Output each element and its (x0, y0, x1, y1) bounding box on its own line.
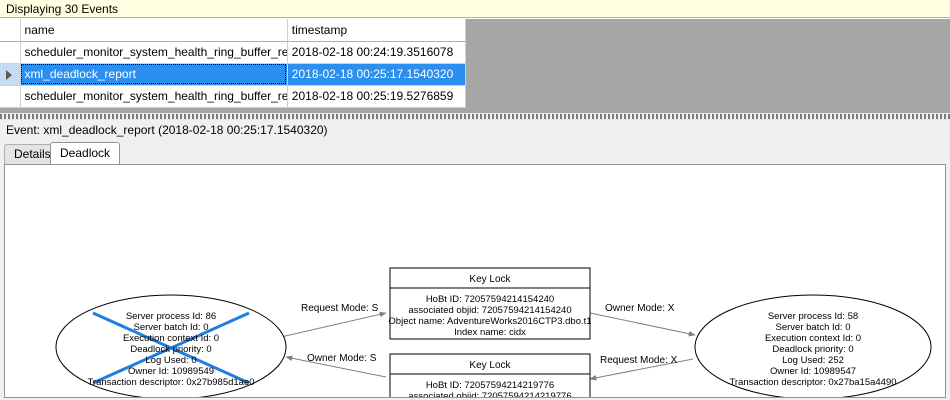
row-gutter[interactable] (0, 41, 21, 64)
grid-header-name[interactable]: name (20, 19, 288, 42)
row-selector-triangle-icon (6, 69, 12, 80)
grid-header-timestamp[interactable]: timestamp (287, 19, 467, 42)
edge-owner-mode-s: Owner Mode: S (285, 353, 387, 378)
victim-line-1: Server batch Id: 0 (134, 322, 209, 333)
event-detail-panel: Event: xml_deadlock_report (2018-02-18 0… (0, 120, 950, 400)
surviving-line-6: Transaction descriptor: 0x27ba15a4490 (729, 377, 896, 388)
tab-deadlock[interactable]: Deadlock (50, 142, 121, 164)
victim-line-0: Server process Id: 86 (126, 311, 216, 322)
surviving-process-ellipse (694, 294, 932, 397)
key-lock-line-1: associated objid: 72057594214154240 (408, 305, 571, 316)
edge-line (589, 358, 694, 381)
surviving-line-2: Execution context Id: 0 (765, 333, 861, 344)
key-lock-line-1: associated objid: 72057594214219776 (408, 391, 571, 397)
row-name-cell[interactable]: scheduler_monitor_system_health_ring_buf… (20, 85, 288, 108)
key-lock-body-box (389, 287, 591, 340)
deadlock-graph-canvas[interactable]: Request Mode: S Owner Mode: X Owner Mode… (4, 164, 946, 398)
row-name-cell[interactable]: xml_deadlock_report (20, 63, 288, 86)
node-key-lock-cidx[interactable]: Key Lock HoBt ID: 72057594214154240 asso… (388, 267, 592, 340)
key-lock-line-3: Index name: cidx (454, 327, 526, 338)
edge-line (280, 311, 387, 338)
key-lock-title: Key Lock (469, 360, 511, 371)
key-lock-body-box (389, 373, 591, 397)
surviving-line-4: Log Used: 252 (782, 355, 844, 366)
events-banner: Displaying 30 Events (0, 0, 950, 18)
surviving-line-0: Server process Id: 58 (768, 311, 858, 322)
node-key-lock-idx1[interactable]: Key Lock HoBt ID: 72057594214219776 asso… (388, 353, 591, 397)
events-grid[interactable]: name timestamp scheduler_monitor_system_… (0, 19, 467, 108)
row-gutter[interactable] (0, 85, 21, 108)
grid-header-gutter (0, 19, 21, 42)
node-victim-process[interactable]: Server process Id: 86 Server batch Id: 0… (55, 294, 287, 397)
key-lock-line-2: Object name: AdventureWorks2016CTP3.dbo.… (388, 316, 591, 327)
deadlock-graph-svg: Request Mode: S Owner Mode: X Owner Mode… (55, 267, 932, 397)
victim-line-5: Owner Id: 10989549 (128, 366, 214, 377)
events-count-label: Displaying 30 Events (6, 2, 119, 16)
surviving-line-5: Owner Id: 10989547 (770, 366, 856, 377)
edge-label: Owner Mode: X (605, 303, 675, 314)
node-surviving-process[interactable]: Server process Id: 58 Server batch Id: 0… (694, 294, 932, 397)
edge-request-mode-x: Request Mode: X (589, 355, 694, 381)
key-lock-title: Key Lock (469, 274, 511, 285)
key-lock-line-0: HoBt ID: 72057594214219776 (426, 380, 554, 391)
edge-label: Owner Mode: S (307, 353, 377, 364)
victim-line-6: Transaction descriptor: 0x27b985d1ae0 (87, 377, 254, 388)
table-row-selected[interactable]: xml_deadlock_report 2018-02-18 00:25:17.… (0, 63, 467, 86)
victim-process-ellipse (55, 294, 287, 397)
edge-owner-mode-x: Owner Mode: X (589, 303, 696, 337)
row-gutter[interactable] (0, 63, 21, 86)
surviving-line-1: Server batch Id: 0 (776, 322, 851, 333)
edge-label: Request Mode: X (600, 355, 678, 366)
events-grid-panel[interactable]: name timestamp scheduler_monitor_system_… (0, 19, 950, 113)
victim-cross-icon (92, 311, 250, 385)
surviving-line-3: Deadlock priority: 0 (772, 344, 853, 355)
victim-line-4: Log Used: 0 (145, 355, 196, 366)
row-timestamp-cell[interactable]: 2018-02-18 00:25:17.1540320 (287, 63, 467, 86)
edge-line (589, 312, 696, 337)
page-title: Event: xml_deadlock_report (2018-02-18 0… (6, 123, 328, 137)
edge-request-mode-s: Request Mode: S (280, 303, 387, 338)
victim-line-2: Execution context Id: 0 (123, 333, 219, 344)
edge-line (285, 355, 387, 378)
row-name-cell[interactable]: scheduler_monitor_system_health_ring_buf… (20, 41, 288, 64)
grid-header-row: name timestamp (0, 19, 467, 42)
key-lock-line-0: HoBt ID: 72057594214154240 (426, 294, 554, 305)
table-row[interactable]: scheduler_monitor_system_health_ring_buf… (0, 41, 467, 64)
victim-line-3: Deadlock priority: 0 (130, 344, 211, 355)
edge-label: Request Mode: S (301, 303, 379, 314)
panel-splitter[interactable] (0, 113, 950, 120)
table-row[interactable]: scheduler_monitor_system_health_ring_buf… (0, 85, 467, 108)
row-timestamp-cell[interactable]: 2018-02-18 00:25:19.5276859 (287, 85, 467, 108)
detail-tabstrip: Details Deadlock (4, 142, 950, 164)
row-timestamp-cell[interactable]: 2018-02-18 00:24:19.3516078 (287, 41, 467, 64)
